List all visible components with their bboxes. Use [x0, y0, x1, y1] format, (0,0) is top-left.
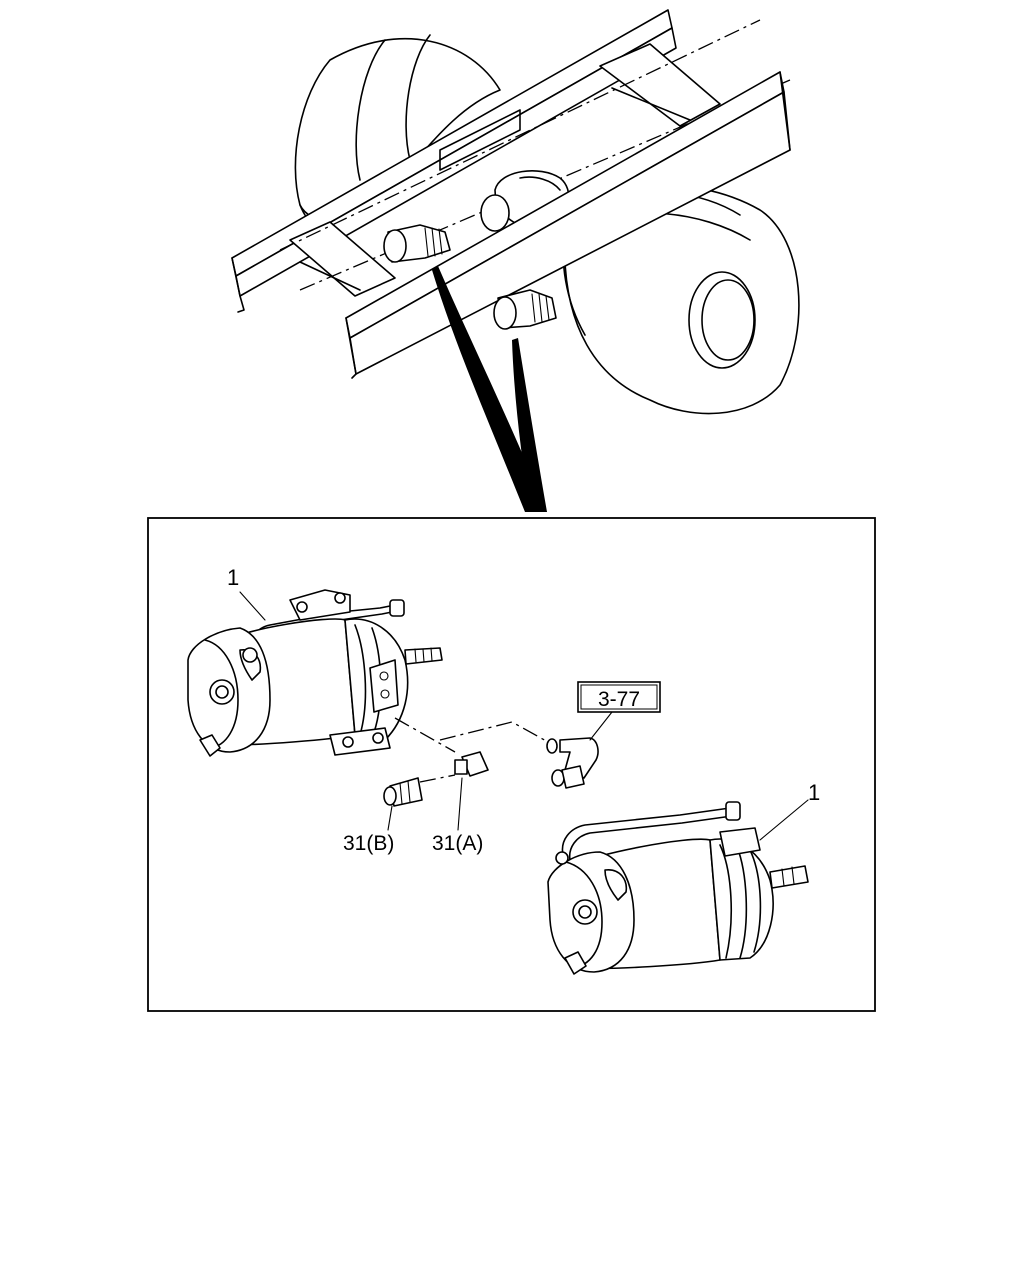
- chassis-illustration: [231, 9, 800, 512]
- fitting-31b: [383, 777, 423, 831]
- detail-frame: [147, 517, 876, 1012]
- callout-lower-chamber-label: 1: [808, 780, 820, 805]
- callout-upper-chamber: 1: [227, 565, 266, 621]
- brake-chamber-lower: [547, 801, 809, 975]
- callout-lower-chamber: 1: [759, 780, 820, 841]
- reference-box-label: 3-77: [598, 688, 640, 711]
- chassis-brake-chamber-upper: [383, 224, 451, 263]
- pressure-switch-31a: [454, 751, 489, 831]
- brake-chamber-upper: [187, 589, 443, 757]
- air-line-routing: [394, 717, 549, 783]
- callout-31a: 31(A): [432, 832, 483, 855]
- frame-cross-members: [289, 43, 721, 297]
- callout-31b: 31(B): [343, 832, 394, 855]
- rear-wheel-right: [562, 184, 800, 415]
- frame-rail-near: [345, 71, 791, 379]
- detail-leader-arrows: [432, 266, 547, 512]
- chassis-brake-chamber-lower: [493, 289, 557, 330]
- elbow-fitting: [546, 711, 613, 789]
- callout-upper-chamber-label: 1: [227, 565, 239, 590]
- reference-box: 3-77: [577, 681, 661, 713]
